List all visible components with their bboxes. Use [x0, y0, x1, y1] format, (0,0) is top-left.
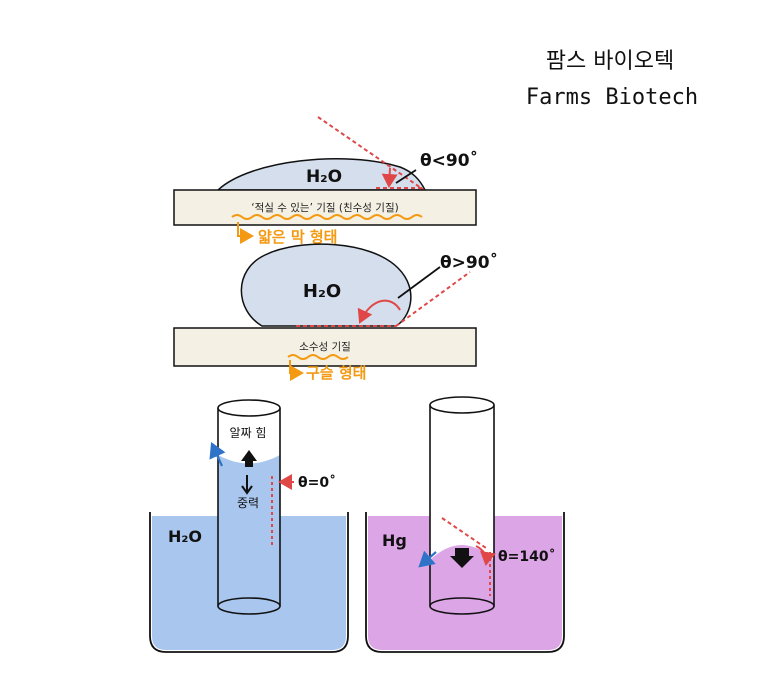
gravity-label: 중력 — [237, 496, 259, 510]
hydrophobic-shape-label: 구슬 형태 — [306, 364, 366, 382]
hydrophobic-result-arrow — [289, 360, 304, 381]
hydrophobic-panel: H₂O θ>90˚ 소수성 기질 구슬 형태 — [173, 243, 498, 382]
mercury-tube-top — [429, 396, 495, 414]
water-capillary-panel: H₂O 알짜 힘 중력 θ=0˚ — [149, 399, 349, 653]
hydrophilic-angle-arrow — [381, 167, 398, 188]
hydrophobic-angle-label: θ>90˚ — [440, 251, 498, 273]
hydrophobic-liquid-label: H₂O — [303, 281, 341, 302]
mercury-column — [430, 545, 494, 606]
mercury-angle-arrow — [475, 545, 496, 566]
water-column — [218, 455, 280, 606]
hydrophobic-wavy-underline — [287, 354, 349, 360]
hydrophilic-panel: H₂O θ<90˚ ‘적실 수 있는’ 기질 (친수성 기질) 얇은 막 형태 — [173, 116, 478, 246]
hydrophobic-substrate-label: 소수성 기질 — [299, 341, 351, 353]
hydrophilic-liquid-label: H₂O — [306, 167, 342, 187]
hydrophilic-substrate-label: ‘적실 수 있는’ 기질 (친수성 기질) — [251, 202, 398, 214]
hydrophobic-angle-arrow — [357, 299, 401, 324]
water-adhesion-arrow — [209, 441, 226, 467]
mercury-cohesion-arrow — [418, 550, 437, 568]
hydrophilic-tangent-line — [317, 116, 425, 191]
bead-droplet — [240, 243, 412, 327]
down-force-arrow — [241, 485, 253, 495]
hydrophilic-angle-pointer — [395, 169, 417, 184]
mercury-gravity-arrow — [450, 548, 474, 568]
brand-name-english: Farms Biotech — [526, 85, 698, 110]
hydrophobic-tangent-line — [395, 271, 471, 327]
mercury-capillary-panel: Hg θ=140˚ — [365, 396, 565, 653]
water-tube-bottom — [217, 597, 281, 615]
mercury-tangent-line — [441, 517, 487, 549]
hydrophilic-angle-label: θ<90˚ — [420, 149, 478, 171]
mercury-beaker-label: Hg — [382, 531, 407, 550]
water-angle-label: θ=0˚ — [298, 474, 336, 491]
mercury-angle-label: θ=140˚ — [498, 548, 556, 565]
water-beaker-label: H₂O — [168, 527, 202, 546]
adhesion-force-label: 알짜 힘 — [230, 426, 267, 440]
water-tube-top — [217, 399, 281, 417]
water-beaker — [149, 512, 349, 653]
mercury-tube-bottom — [429, 597, 495, 615]
hydrophilic-result-arrow — [237, 222, 254, 244]
hydrophilic-shape-label: 얇은 막 형태 — [258, 228, 337, 246]
hydrophilic-wavy-underline — [231, 214, 423, 220]
brand-name-korean: 팜스 바이오텍 — [546, 49, 674, 74]
up-force-arrow — [241, 450, 257, 461]
thin-film-droplet — [216, 157, 427, 191]
mercury-beaker — [365, 512, 565, 653]
hydrophobic-angle-pointer — [397, 266, 441, 299]
